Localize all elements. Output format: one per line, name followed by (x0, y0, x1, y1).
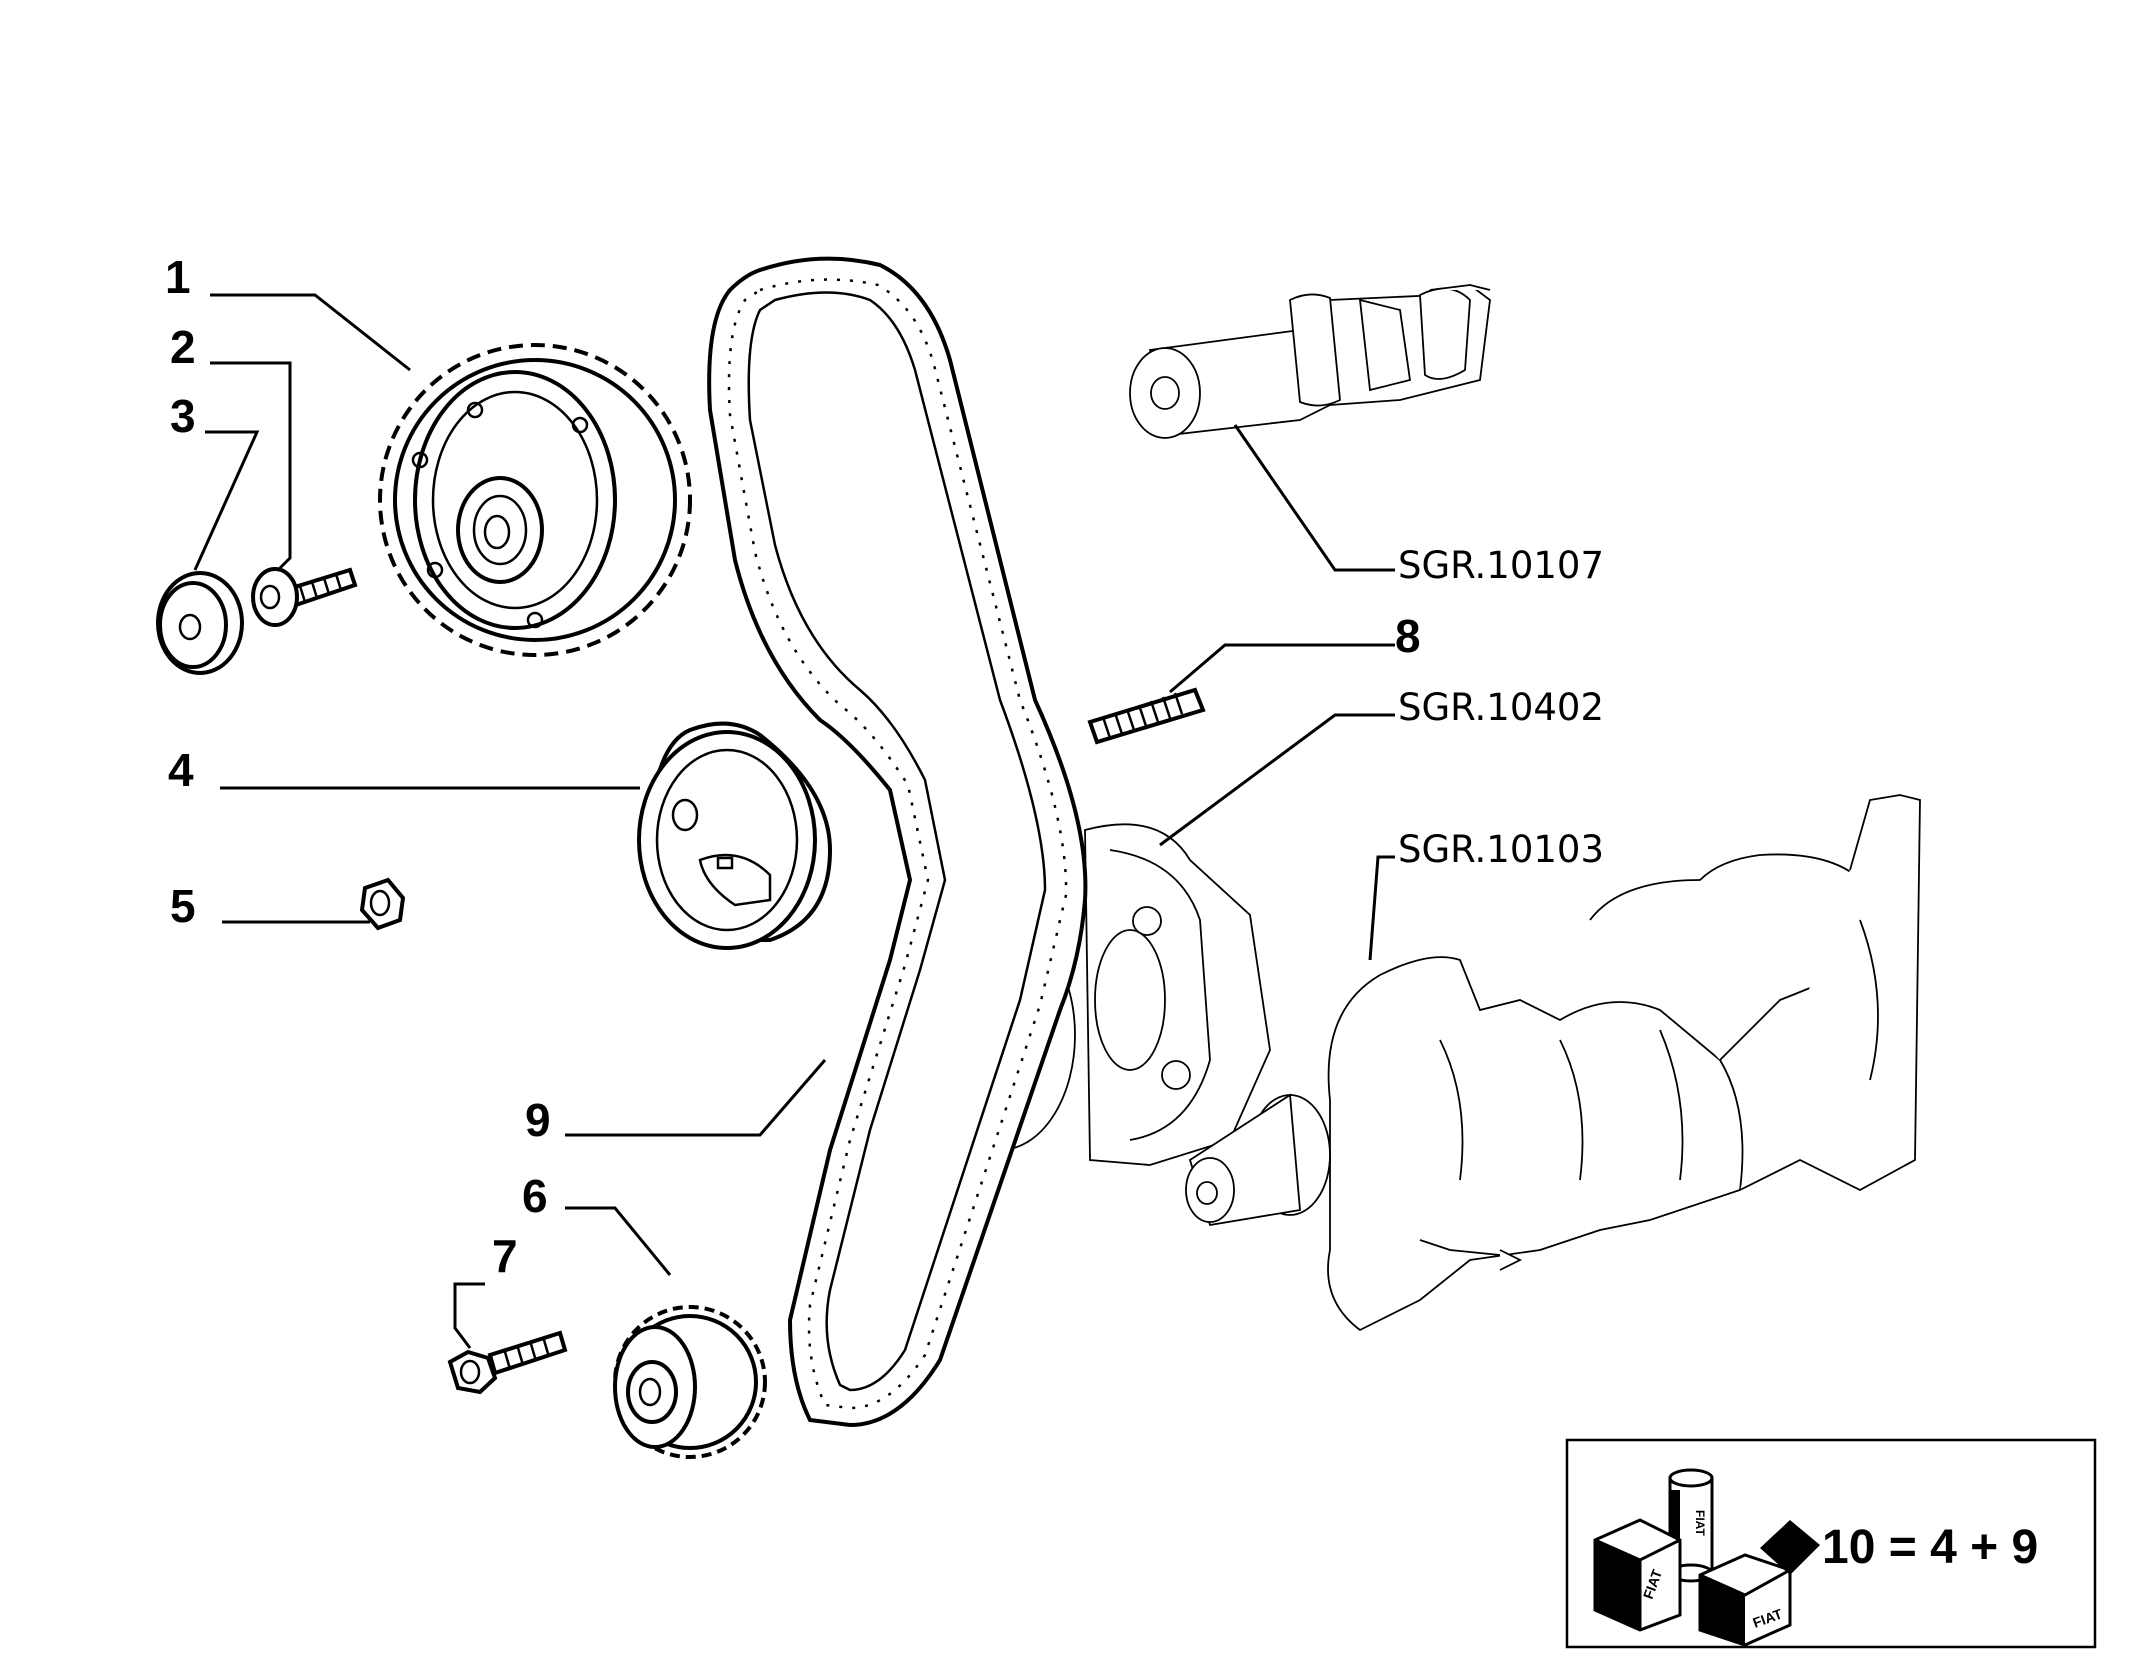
callout-5: 5 (170, 880, 196, 932)
camshaft-leader (1233, 424, 1395, 572)
tensioner-nut (359, 877, 406, 931)
callout-1: 1 (165, 251, 191, 303)
pulley-bolt (251, 567, 358, 627)
callout-4: 4 (168, 744, 194, 796)
kit-formula: 10 = 4 + 9 (1822, 1521, 2038, 1574)
leader-8 (1169, 643, 1395, 694)
callout-8: 8 (1395, 610, 1421, 662)
callout-3: 3 (170, 390, 196, 442)
kit-box: FIAT FIAT FIAT 10 = 4 + 9 (1565, 1438, 2097, 1649)
kit-brand-cylinder: FIAT (1693, 1510, 1707, 1536)
leader-3 (193, 430, 260, 571)
callout-2: 2 (170, 321, 196, 373)
leader-6 (565, 1206, 672, 1276)
kit-icon: FIAT FIAT FIAT (1593, 1468, 1820, 1647)
leader-7 (453, 1282, 485, 1349)
stud (1087, 687, 1206, 745)
tensioner (637, 721, 833, 950)
crankshaft-ghost (1185, 794, 1921, 1332)
leader-9 (565, 1059, 827, 1137)
pump-leader (1159, 713, 1395, 847)
ref-water-pump: SGR.10402 (1398, 686, 1604, 729)
crankshaft-leader (1368, 855, 1395, 961)
crankshaft-bolt (447, 1330, 568, 1395)
ref-camshaft: SGR.10107 (1398, 544, 1604, 587)
crankshaft-pulley (613, 1305, 767, 1459)
camshaft-ghost (1129, 283, 1491, 439)
callout-7: 7 (492, 1230, 518, 1282)
callout-6: 6 (522, 1170, 548, 1222)
timing-belt (707, 256, 1088, 1428)
ref-crankshaft: SGR.10103 (1398, 828, 1604, 871)
leader-1 (210, 293, 411, 372)
callout-9: 9 (525, 1094, 551, 1146)
pulley-washer (156, 571, 244, 675)
leader-2 (210, 361, 292, 570)
camshaft-pulley (378, 343, 692, 657)
